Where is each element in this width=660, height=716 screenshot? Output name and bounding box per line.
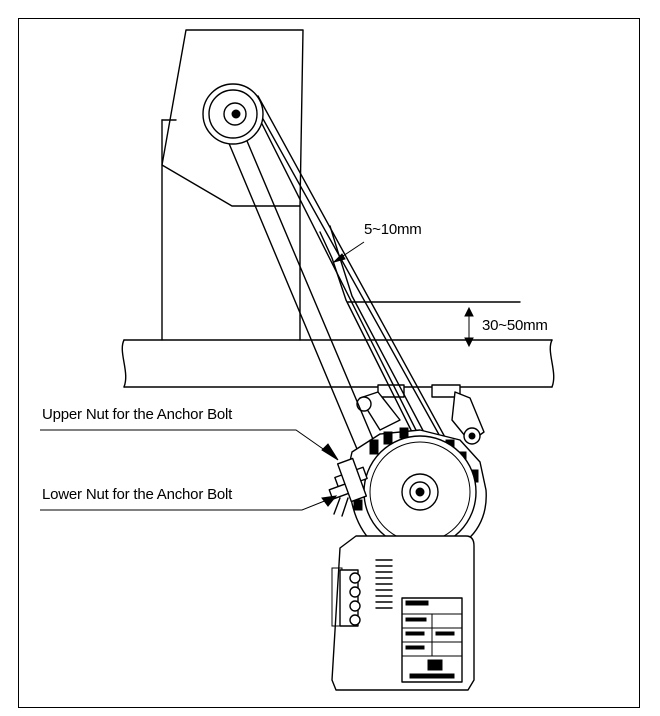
upper-nut-leader [40,429,339,461]
table-top [121,339,555,388]
lower-nut-label: Lower Nut for the Anchor Bolt [42,486,233,503]
diagram-frame [18,18,640,708]
control-box-icon [331,535,475,691]
height-label: 30~50mm [482,317,548,334]
upper-pulley-icon [202,83,264,145]
deflection-marker [332,241,365,263]
upper-nut-label: Upper Nut for the Anchor Bolt [42,406,233,423]
anchor-bolt [328,457,368,517]
height-marker [347,301,521,348]
v-belt [214,91,453,481]
machine-head [161,29,304,341]
motor-icon [348,427,487,553]
lower-nut-leader [40,495,338,511]
deflection-label: 5~10mm [364,221,422,238]
